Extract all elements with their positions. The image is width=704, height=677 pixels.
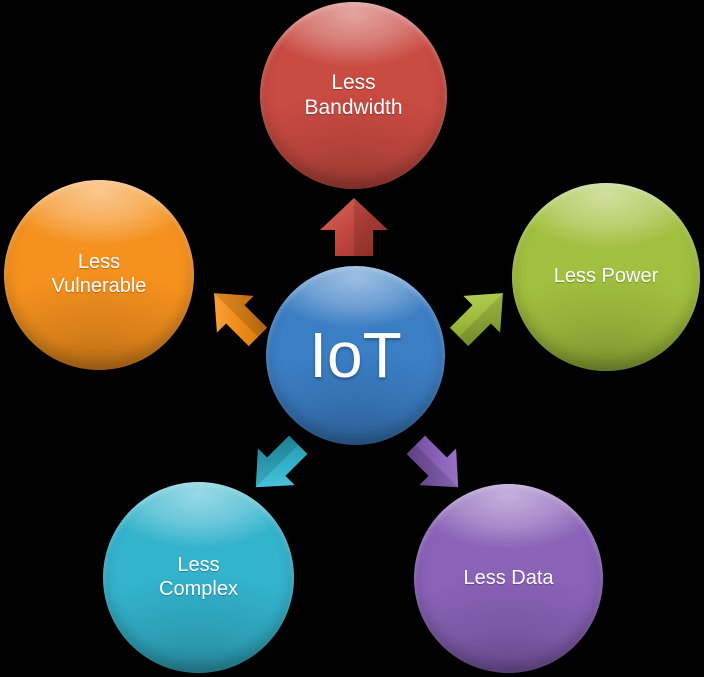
arrow-down-left-icon (243, 434, 311, 498)
node-less-power[interactable]: Less Power (512, 183, 700, 371)
node-less-vulnerable[interactable]: Less Vulnerable (4, 180, 194, 370)
node-less-complex-label: Less Complex (159, 553, 238, 600)
node-less-power-label: Less Power (553, 265, 659, 288)
node-less-bandwidth[interactable]: Less Bandwidth (260, 2, 447, 189)
node-iot-center-label: IoT (309, 318, 402, 391)
node-iot-center[interactable]: IoT (266, 266, 445, 445)
node-less-data[interactable]: Less Data (414, 484, 603, 673)
node-less-data-label: Less Data (463, 566, 554, 589)
arrow-up-icon (318, 196, 390, 258)
node-less-complex[interactable]: Less Complex (103, 482, 294, 673)
node-less-vulnerable-label: Less Vulnerable (51, 251, 147, 297)
arrow-down-right-icon (403, 434, 471, 498)
arrow-up-left-icon (205, 280, 268, 350)
arrow-up-right-icon (449, 280, 512, 350)
node-less-bandwidth-label: Less Bandwidth (304, 70, 403, 119)
